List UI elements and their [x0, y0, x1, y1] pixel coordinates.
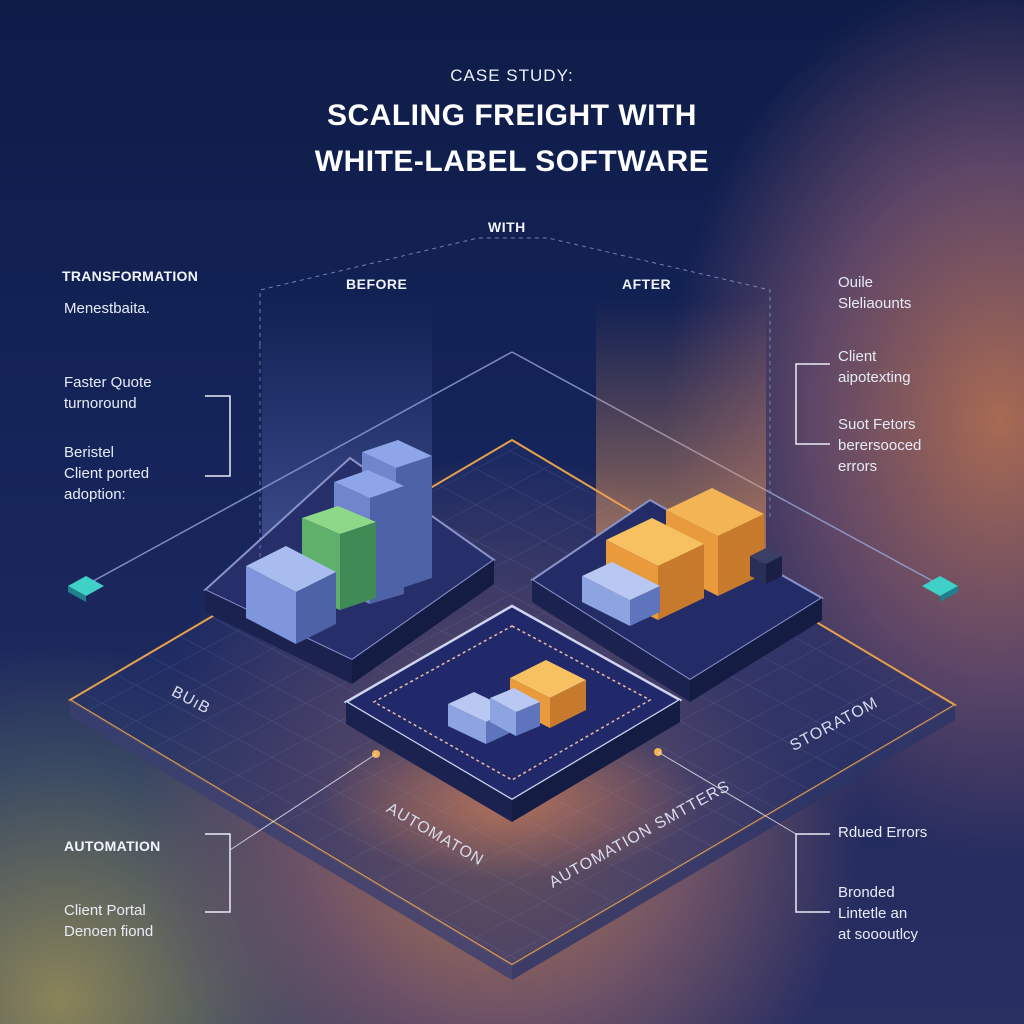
right-item-4: Bronded Lintetle an at soooutlcy — [838, 882, 918, 945]
right-item-1: Client aipotexting — [838, 346, 911, 388]
left-item-1: Faster Quote turnoround — [64, 372, 152, 414]
left-item-1-line-1: Faster Quote — [64, 374, 152, 391]
after-label: AFTER — [622, 276, 672, 292]
boxes-after — [582, 488, 782, 626]
servers-before — [246, 440, 432, 644]
left-item-2-line-1: Beristel — [64, 444, 115, 461]
right-top-item: Ouile Sleliaounts — [838, 272, 911, 314]
base-board-edge — [70, 700, 512, 980]
page-title: SCALING FREIGHT WITH WHITE-LABEL SOFTWAR… — [0, 93, 1024, 185]
with-outline — [259, 237, 771, 345]
right-item-2-line-2: berersooced — [838, 437, 922, 454]
transformation-subtext: Menestbaita. — [64, 300, 150, 317]
right-item-4-line-3: at soooutlcy — [838, 926, 919, 943]
right-top-line-1: Ouile — [838, 274, 874, 291]
right-item-4-line-2: Lintetle an — [838, 905, 908, 922]
left-item-2-line-2: Client ported — [64, 465, 150, 482]
bracket-right-top — [795, 363, 830, 445]
left-item-3-line-2: Denoen fiond — [64, 923, 154, 940]
right-item-1-line-1: Client — [838, 348, 877, 365]
with-label: WITH — [488, 219, 526, 235]
left-item-2: Beristel Client ported adoption: — [64, 442, 149, 505]
bracket-left-top — [205, 395, 231, 477]
left-item-2-line-3: adoption: — [64, 486, 126, 503]
title-line-2: WHITE-LABEL SOFTWARE — [314, 145, 710, 178]
automation-heading: AUTOMATION — [64, 838, 161, 854]
left-item-3: Client Portal Denoen fiond — [64, 900, 153, 942]
left-item-3-line-1: Client Portal — [64, 902, 146, 919]
right-item-4-line-1: Bronded — [838, 884, 895, 901]
title-line-1: SCALING FREIGHT WITH — [327, 99, 697, 132]
right-item-2-line-3: errors — [838, 458, 878, 475]
bracket-left-bottom — [205, 833, 231, 913]
right-item-1-line-2: aipotexting — [838, 369, 911, 386]
right-item-2: Suot Fetors berersooced errors — [838, 414, 921, 477]
before-label: BEFORE — [346, 276, 408, 292]
right-item-3: Rdued Errors — [838, 824, 928, 841]
case-study-kicker: CASE STUDY: — [450, 66, 574, 85]
left-item-1-line-2: turnoround — [64, 395, 137, 412]
right-item-2-line-1: Suot Fetors — [838, 416, 916, 433]
transformation-heading: TRANSFORMATION — [62, 268, 199, 284]
bracket-right-bottom — [795, 833, 830, 913]
boxes-center — [448, 660, 586, 744]
right-top-line-2: Sleliaounts — [838, 295, 912, 312]
